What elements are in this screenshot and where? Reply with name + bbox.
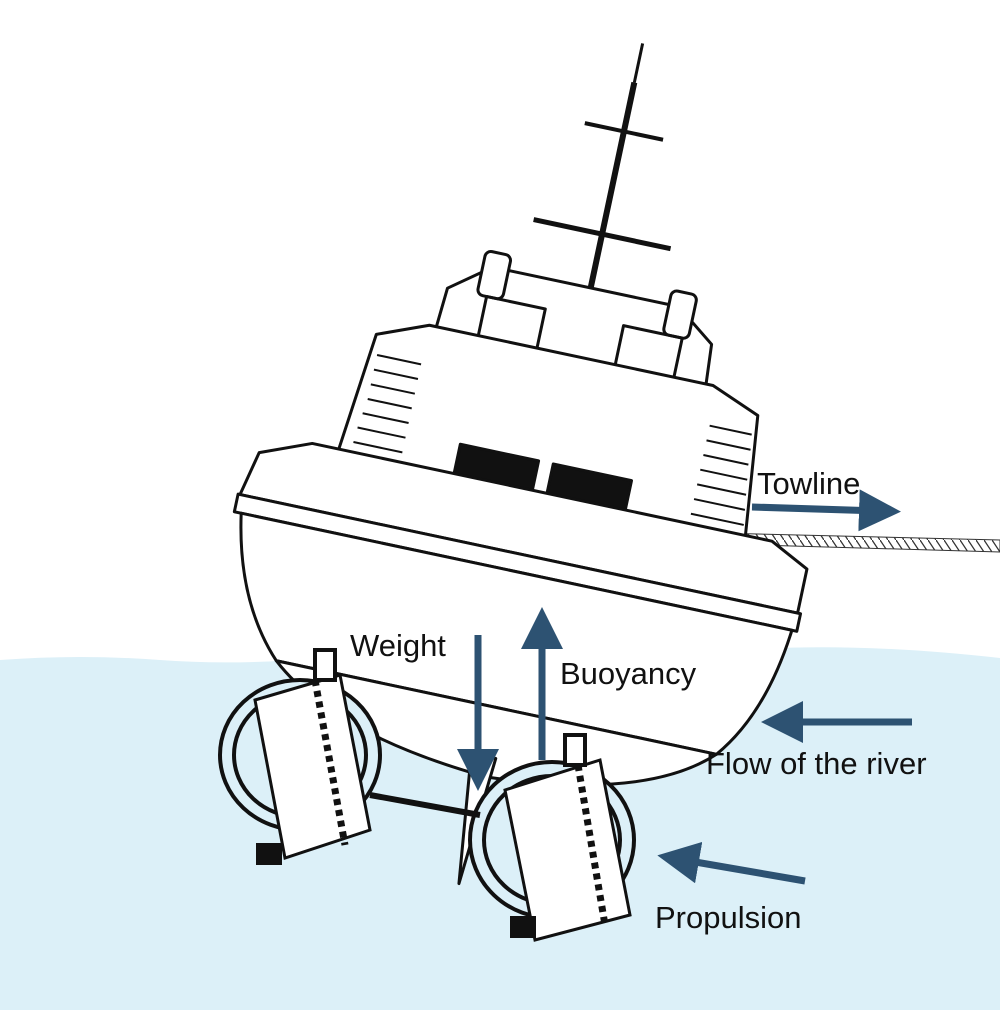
propulsion-label: Propulsion — [655, 900, 802, 935]
buoyancy-label: Buoyancy — [560, 656, 697, 691]
thruster-left — [218, 648, 382, 865]
towline-label: Towline — [757, 466, 861, 501]
propeller-shaft — [369, 792, 481, 818]
weight-label: Weight — [350, 628, 446, 663]
tugboat — [232, 43, 809, 886]
propulsion-arrow — [657, 841, 806, 885]
thruster-right — [468, 733, 636, 942]
towline-arrow — [751, 489, 901, 532]
flow-label: Flow of the river — [706, 746, 927, 781]
